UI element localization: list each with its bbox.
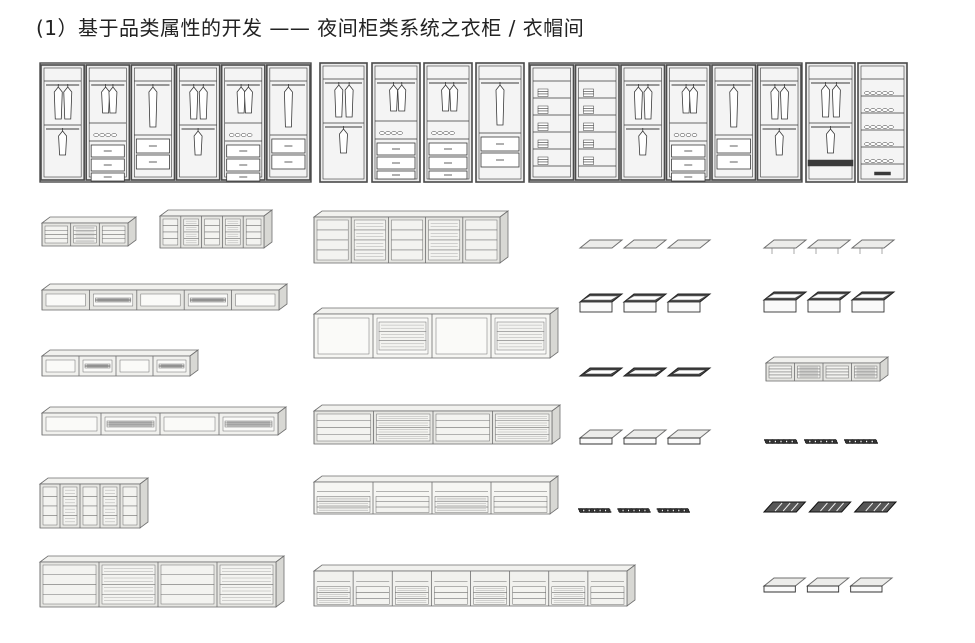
module-storage-row-b	[312, 475, 560, 515]
module-storage-row-c	[312, 564, 637, 607]
wardrobe-elevation-group-1	[39, 62, 312, 183]
module-low-cabinet-a	[40, 216, 138, 247]
module-long-bench	[40, 283, 289, 311]
module-low-cabinet-b	[158, 209, 274, 249]
tray-flat-set-b	[762, 239, 896, 254]
tray-framed-set-a	[578, 367, 712, 377]
module-wide-drawer-unit	[38, 555, 286, 608]
page-title: (1）基于品类属性的开发 —— 夜间柜类系统之衣柜 / 衣帽间	[36, 16, 585, 40]
wardrobe-elevation-group-4	[805, 62, 908, 183]
wardrobe-elevation-group-3	[528, 62, 803, 183]
tray-flat-set-a	[578, 239, 712, 249]
rack-set-b	[764, 439, 878, 444]
tray-lidded-set-a	[578, 429, 712, 445]
module-storage-row-a	[312, 404, 562, 445]
rack-set-c	[762, 501, 898, 513]
module-low-cabinet-c	[40, 349, 200, 377]
module-mini-drawers	[764, 356, 890, 382]
tray-boxed-set-a	[578, 293, 712, 313]
rack-set-a	[578, 508, 690, 513]
wardrobe-elevation-group-2	[319, 62, 525, 183]
module-low-cabinet-d	[40, 406, 288, 436]
module-drawer-tower-row	[312, 210, 510, 264]
module-open-shelving-row	[312, 307, 560, 359]
module-tall-cabinet-a	[38, 477, 150, 529]
tray-flat-set-c	[762, 577, 894, 593]
tray-boxed-set-b	[762, 291, 896, 313]
